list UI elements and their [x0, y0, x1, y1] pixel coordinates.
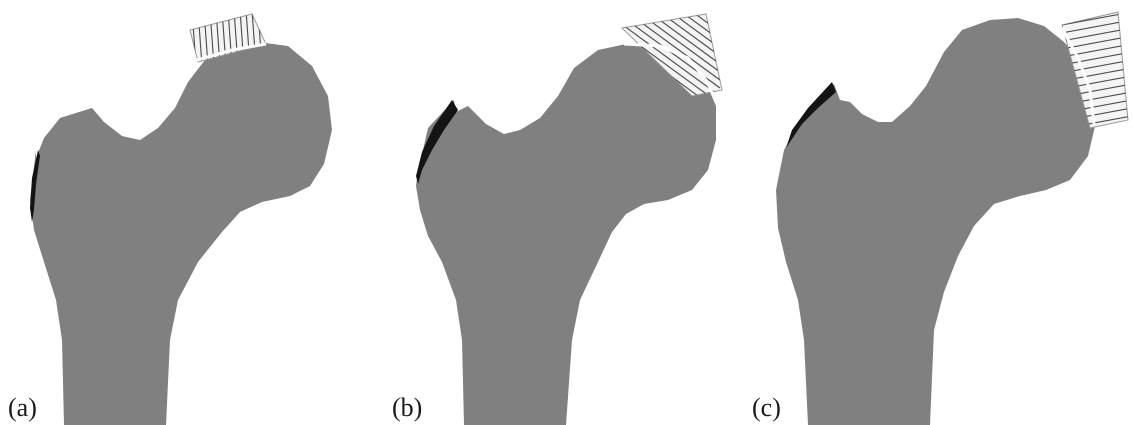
femur-shape-b [416, 44, 716, 425]
panel-c: (c) [752, 4, 1132, 425]
panel-label-c: (c) [752, 393, 781, 422]
femur-shape-c [776, 18, 1096, 425]
panel-label-a: (a) [8, 393, 37, 422]
panel-a: (a) [8, 10, 332, 425]
panel-b: (b) [392, 0, 722, 425]
femur-shape-a [30, 42, 332, 425]
panel-label-b: (b) [392, 393, 422, 422]
